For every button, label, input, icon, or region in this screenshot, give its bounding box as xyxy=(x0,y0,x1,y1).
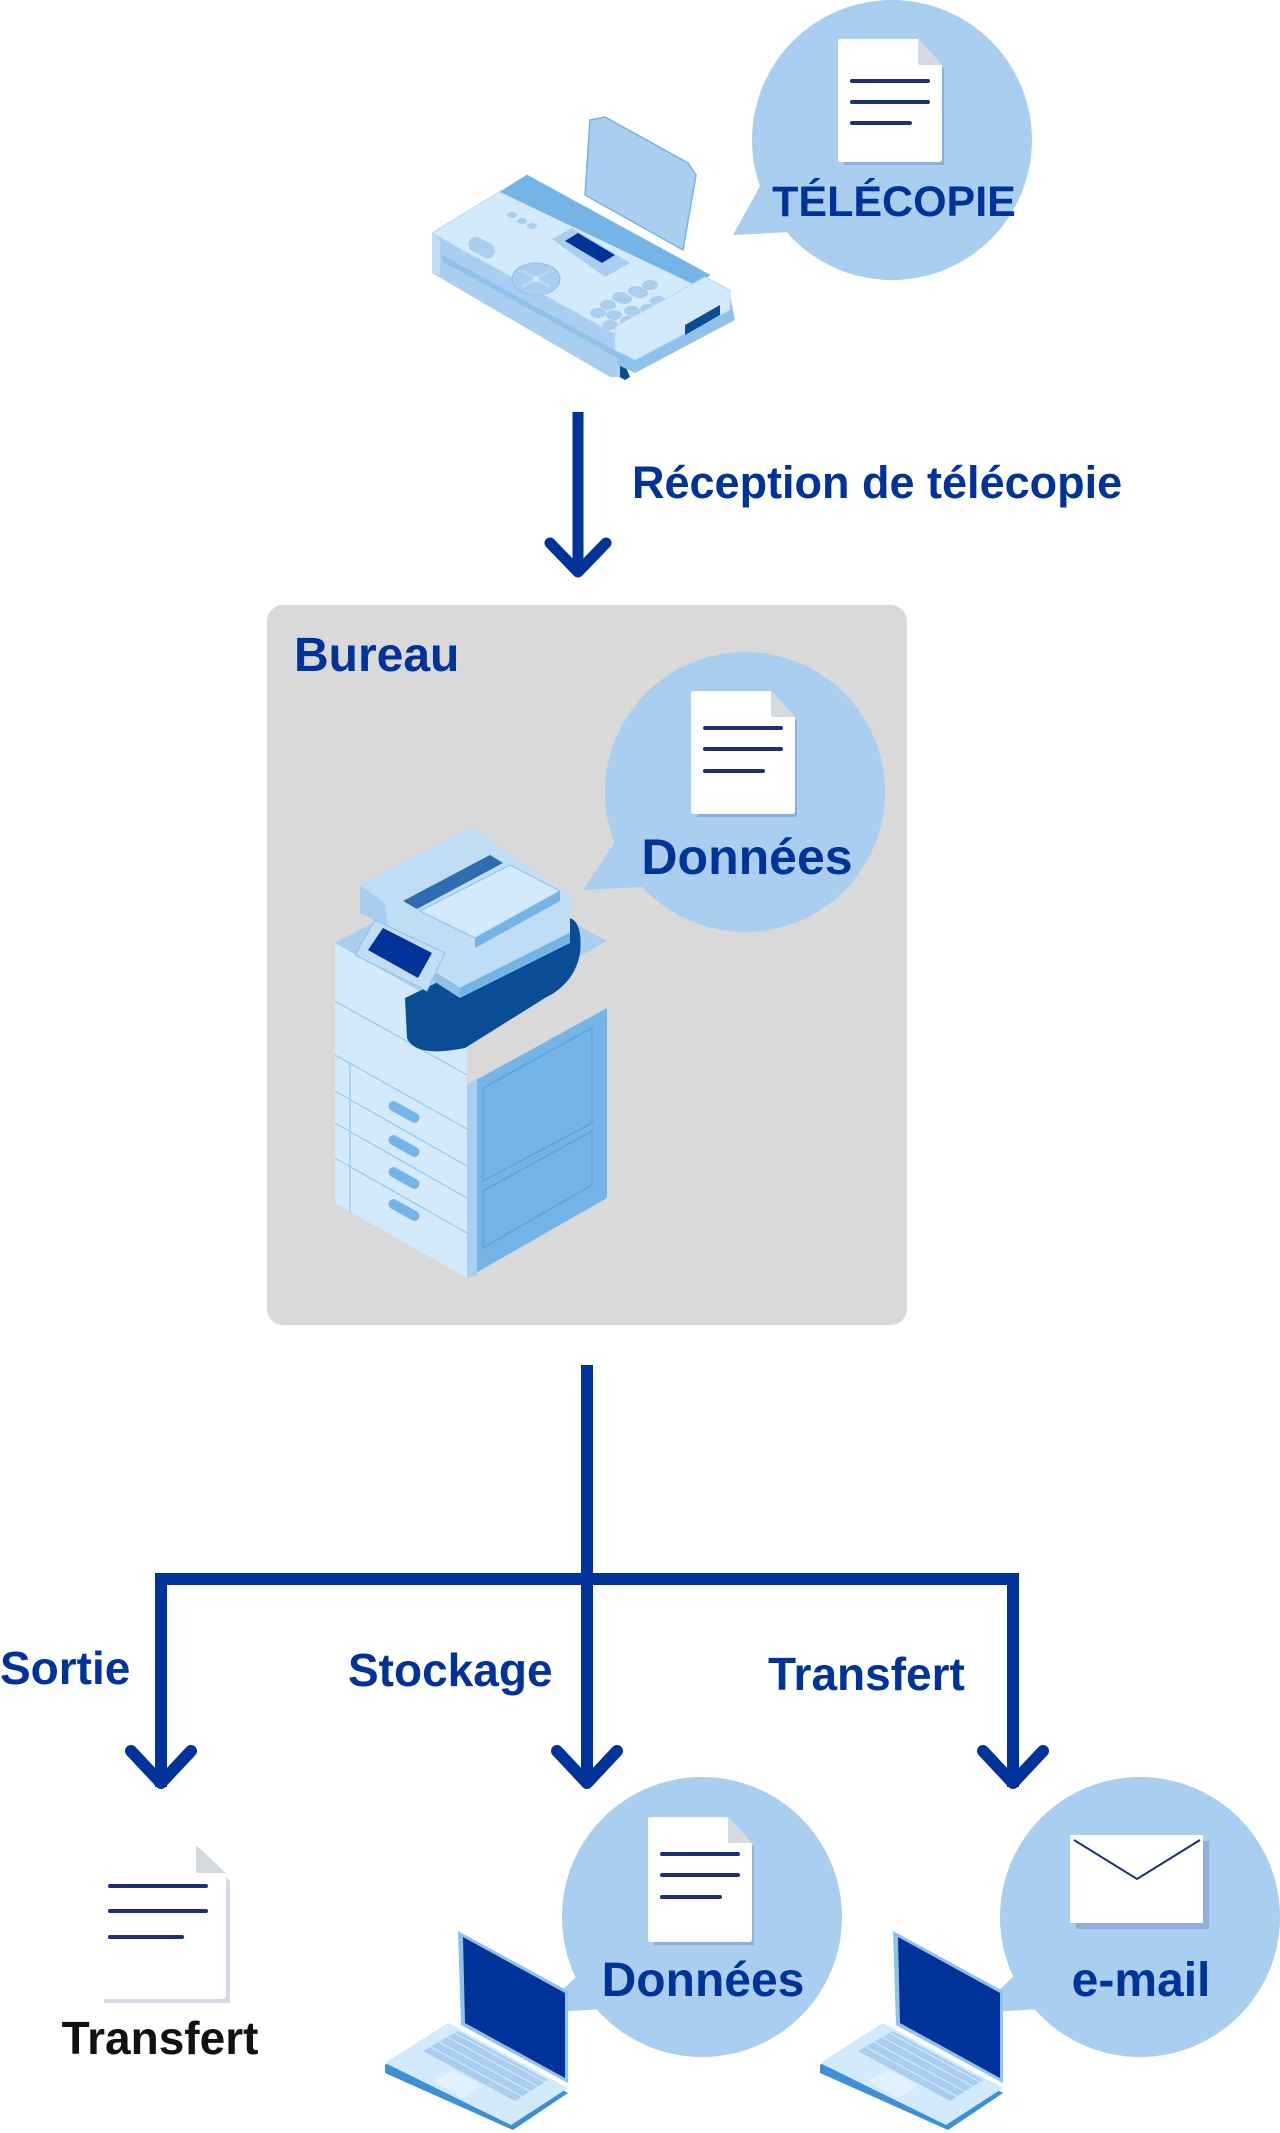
arrow-down-icon xyxy=(977,1745,1049,1789)
laptop-icon xyxy=(385,1931,568,2130)
email-bubble-label: e-mail xyxy=(1071,1954,1211,2007)
arrow-down-icon xyxy=(544,412,612,578)
storage-bubble-label: Données xyxy=(601,1954,805,2007)
document-icon xyxy=(691,691,797,817)
office-title: Bureau xyxy=(294,629,460,682)
laptop-icon xyxy=(820,1931,1003,2130)
arrow-down-icon xyxy=(125,1745,197,1789)
arrow-down-icon xyxy=(551,1745,623,1789)
branch-label-stockage: Stockage xyxy=(348,1644,553,1696)
paper-document-icon xyxy=(96,1845,230,2003)
envelope-icon xyxy=(1070,1835,1209,1929)
output-result-label: Transfert xyxy=(61,2012,259,2064)
branch-label-transfert: Transfert xyxy=(768,1648,965,1700)
branch-label-sortie: Sortie xyxy=(0,1642,131,1694)
document-icon xyxy=(838,39,944,165)
office-bubble-label: Données xyxy=(641,829,853,885)
fax-machine-icon xyxy=(431,116,735,380)
branch-connectors xyxy=(125,1365,1049,1789)
document-icon xyxy=(648,1817,754,1945)
reception-label: Réception de télécopie xyxy=(632,457,1123,508)
multifunction-printer-icon xyxy=(334,828,607,1278)
fax-bubble-label: TÉLÉCOPIE xyxy=(772,178,1016,226)
